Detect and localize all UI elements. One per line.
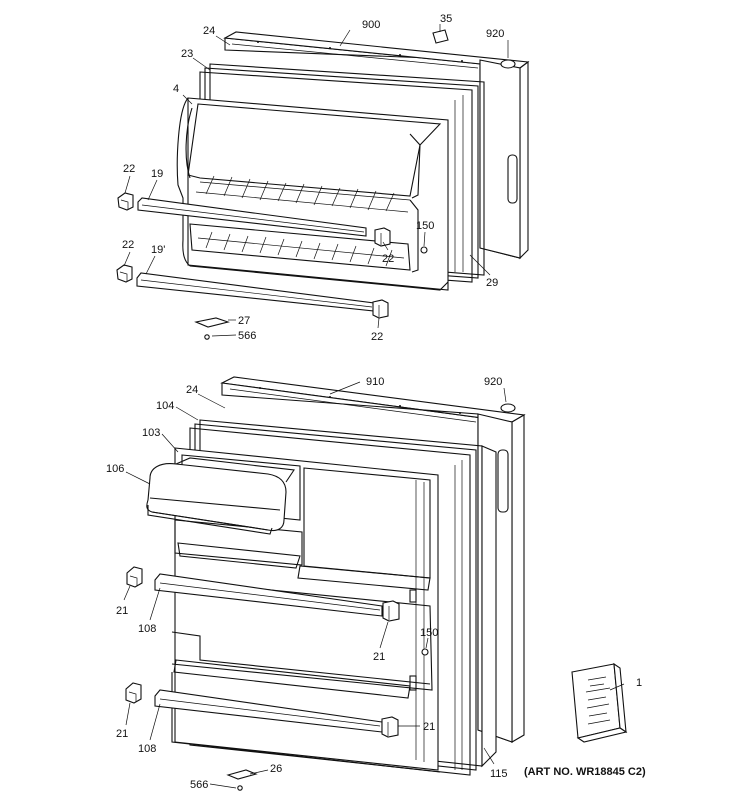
callout-26: 26: [270, 763, 282, 775]
screw-566-top: [204, 334, 210, 340]
fresh-food-bracket-21-left-lower: [125, 682, 142, 704]
plug-920-bottom: [500, 403, 516, 413]
callout-21-right-upper: 21: [373, 651, 385, 663]
freezer-bracket-22-left-lower: [116, 264, 133, 283]
callout-106: 106: [106, 463, 124, 475]
callout-108-upper: 108: [138, 623, 156, 635]
callout-27: 27: [238, 315, 250, 327]
callout-24-top: 24: [203, 25, 215, 37]
fresh-food-door-liner: [171, 447, 441, 773]
callout-19-prime: 19': [151, 244, 165, 256]
dairy-door-106: [146, 457, 295, 535]
freezer-door-liner: [176, 97, 449, 291]
screw-150-top: [420, 246, 428, 254]
callout-900: 900: [362, 19, 380, 31]
callout-35: 35: [440, 13, 452, 25]
leader-lines: [123, 24, 625, 789]
callout-21-left-upper: 21: [116, 605, 128, 617]
callout-115: 115: [490, 768, 508, 780]
callout-24-bottom: 24: [186, 384, 198, 396]
callout-22-left-upper: 22: [123, 163, 135, 175]
freezer-bracket-22-right-lower: [372, 299, 389, 319]
fresh-food-shelf-bar-108-upper: [154, 573, 383, 617]
plug-920-top: [500, 59, 516, 69]
callout-4: 4: [173, 83, 179, 95]
callout-566-top: 566: [238, 330, 256, 342]
callout-29: 29: [486, 277, 498, 289]
callout-21-left-lower: 21: [116, 728, 128, 740]
callout-566-bottom: 566: [190, 779, 208, 791]
freezer-door-assembly: [116, 29, 530, 340]
screw-566-bottom: [237, 785, 243, 791]
callout-103: 103: [142, 427, 160, 439]
fresh-food-bracket-21-right-lower: [381, 716, 399, 738]
fresh-food-bracket-21-right-upper: [382, 600, 400, 622]
callout-1: 1: [636, 677, 642, 689]
callout-21-right-lower: 21: [423, 721, 435, 733]
plate-26: [226, 769, 258, 780]
callout-22-right-upper: 22: [382, 253, 394, 265]
freezer-outer-door-panel: [223, 31, 530, 260]
callout-19: 19: [151, 168, 163, 180]
fresh-food-door-assembly: [125, 376, 526, 791]
callout-23: 23: [181, 48, 193, 60]
plate-27: [194, 317, 230, 328]
callout-150-top: 150: [416, 220, 434, 232]
freezer-shelf-bar-19: [137, 197, 367, 237]
cap-35: [432, 29, 449, 44]
callout-910: 910: [366, 376, 384, 388]
fresh-food-bracket-21-left-upper: [126, 566, 143, 588]
callout-920-bottom: 920: [484, 376, 502, 388]
owner-manual-1: [571, 662, 628, 743]
callout-labels: 900 35 920 24 23 4 22 19 22 19' 150 22 2…: [106, 13, 646, 791]
callout-108-lower: 108: [138, 743, 156, 755]
art-number: (ART NO. WR18845 C2): [524, 766, 646, 778]
callout-920-top: 920: [486, 28, 504, 40]
callout-104: 104: [156, 400, 174, 412]
freezer-bracket-22-left-upper: [117, 192, 134, 211]
callout-150-bottom: 150: [420, 627, 438, 639]
callout-22-right-lower: 22: [371, 331, 383, 343]
freezer-bracket-22-right-upper: [374, 227, 391, 247]
screw-150-bottom: [421, 648, 429, 656]
callout-22-left-lower: 22: [122, 239, 134, 251]
